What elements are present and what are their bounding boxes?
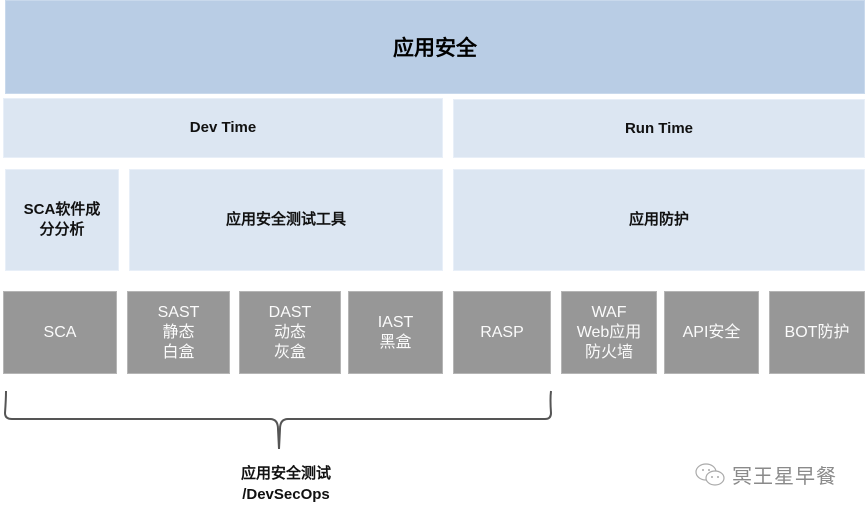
tool-sca: SCA (3, 291, 117, 374)
tool-dast: DAST 动态 灰盒 (239, 291, 341, 374)
tool-label: 静态 (162, 323, 195, 341)
phase-label: Run Time (624, 119, 694, 137)
tool-label: BOT防护 (784, 323, 850, 341)
tool-label: API安全 (682, 323, 741, 341)
phase-dev-time: Dev Time (3, 98, 443, 158)
tool-iast: IAST 黑盒 (348, 291, 443, 374)
tool-sast: SAST 静态 白盒 (127, 291, 230, 374)
category-label-line2: 分分析 (39, 221, 85, 238)
category-ast-tools: 应用安全测试工具 (129, 169, 443, 271)
bracket-label: 应用安全测试 /DevSecOps (186, 463, 386, 505)
phase-label: Dev Time (189, 119, 257, 136)
tool-label: 防火墙 (584, 343, 633, 361)
tool-label: WAF (591, 303, 627, 321)
curly-bracket (3, 390, 553, 450)
tool-label: Web应用 (576, 323, 642, 341)
tool-waf: WAF Web应用 防火墙 (561, 291, 657, 374)
tool-label: 动态 (273, 323, 306, 341)
watermark: 冥王星早餐 (694, 460, 837, 489)
wechat-icon (695, 462, 725, 486)
bracket-label-line2: /DevSecOps (242, 486, 330, 503)
category-label: 应用安全测试工具 (225, 211, 346, 228)
tool-label: SCA (43, 323, 77, 341)
tool-label: RASP (480, 323, 524, 341)
tool-label: 白盒 (162, 343, 195, 361)
tool-label: SAST (157, 303, 200, 321)
tool-label: IAST (377, 313, 414, 331)
tool-label: 灰盒 (273, 343, 306, 361)
tool-api-security: API安全 (664, 291, 759, 374)
category-label: 应用防护 (628, 211, 689, 228)
category-sca: SCA软件成 分分析 (5, 169, 119, 271)
tool-bot-protection: BOT防护 (769, 291, 865, 374)
tool-label: DAST (268, 303, 312, 321)
phase-run-time: Run Time (453, 99, 865, 158)
category-app-protection: 应用防护 (453, 169, 865, 271)
tool-rasp: RASP (453, 291, 551, 374)
bracket-label-line1: 应用安全测试 (240, 465, 331, 482)
category-label-line1: SCA软件成 (23, 201, 101, 218)
title-banner: 应用安全 (5, 0, 865, 94)
watermark-text: 冥王星早餐 (732, 466, 837, 488)
title-text: 应用安全 (393, 37, 477, 60)
tool-label: 黑盒 (379, 333, 412, 351)
